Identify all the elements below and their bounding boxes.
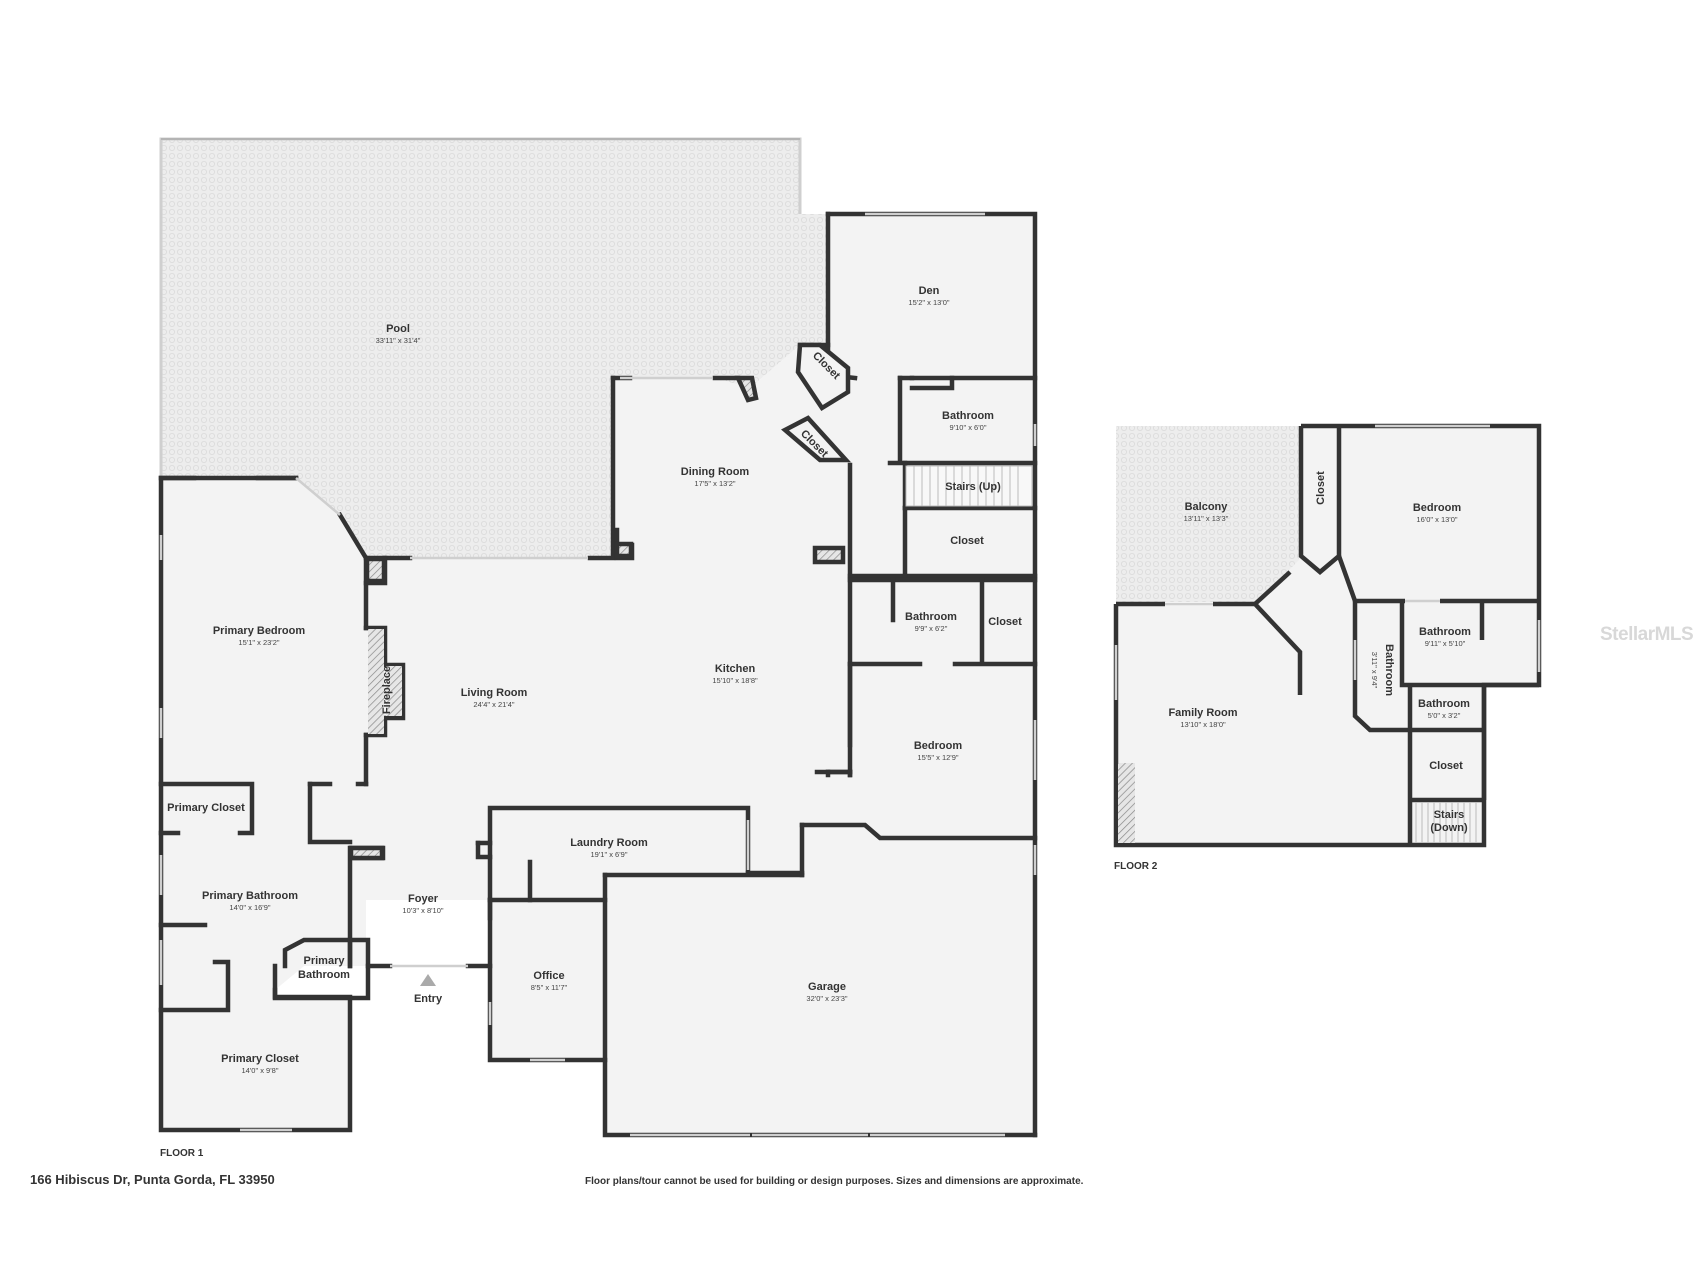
pool-area bbox=[161, 139, 828, 558]
room-name: Laundry Room bbox=[570, 837, 648, 849]
entry-arrow-icon bbox=[420, 974, 436, 986]
room-dim: 17'5" x 13'2" bbox=[694, 479, 735, 488]
room-dim: 5'0" x 3'2" bbox=[1428, 711, 1461, 720]
room-dim: 24'4" x 21'4" bbox=[473, 700, 514, 709]
house-floor-2 bbox=[1116, 426, 1539, 845]
floor-2-label: FLOOR 2 bbox=[1114, 861, 1158, 872]
room-dim: 15'1" x 23'2" bbox=[238, 638, 279, 647]
room-dim: 15'2" x 13'0" bbox=[908, 298, 949, 307]
room-name: Bathroom bbox=[1419, 626, 1471, 638]
room-dim: 15'10" x 18'8" bbox=[712, 676, 758, 685]
stairs-down-floor2 bbox=[1415, 802, 1477, 843]
room-name: (Down) bbox=[1430, 822, 1468, 834]
room-name: Garage bbox=[808, 981, 846, 993]
windows-floor-1 bbox=[159, 212, 1037, 1137]
room-name: Primary Bedroom bbox=[213, 625, 306, 637]
room-dim: 15'5" x 12'9" bbox=[917, 753, 958, 762]
room-name: Fireplace bbox=[381, 666, 393, 714]
room-dim: 13'11" x 13'3" bbox=[1184, 514, 1229, 523]
room-dim: 9'9" x 6'2" bbox=[915, 624, 948, 633]
room-dim: 13'10" x 18'0" bbox=[1180, 720, 1226, 729]
room-name: Office bbox=[533, 970, 564, 982]
room-name: Stairs bbox=[1434, 809, 1465, 821]
room-name: Bathroom bbox=[1383, 644, 1395, 696]
room-name: Closet bbox=[1315, 471, 1327, 505]
angled-closets bbox=[734, 342, 852, 463]
floor2-hatch bbox=[1118, 763, 1135, 843]
room-dim: 8'5" x 11'7" bbox=[531, 983, 568, 992]
room-name: Closet bbox=[1429, 760, 1463, 772]
disclaimer-text: Floor plans/tour cannot be used for buil… bbox=[585, 1176, 1084, 1187]
room-dim: 14'0" x 16'9" bbox=[229, 903, 270, 912]
room-name: Living Room bbox=[461, 687, 528, 699]
room-name: Pool bbox=[386, 323, 410, 335]
room-dim: 32'0" x 23'3" bbox=[806, 994, 847, 1003]
watermark-logo: StellarMLS bbox=[1600, 624, 1694, 645]
room-name: Family Room bbox=[1168, 707, 1237, 719]
room-name: Bathroom bbox=[1418, 698, 1470, 710]
room-dim: 9'11" x 5'10" bbox=[1425, 639, 1466, 648]
room-dim: 10'3" x 8'10" bbox=[402, 906, 443, 915]
room-dim: 3'11" x 9'4" bbox=[1370, 652, 1379, 689]
property-address: 166 Hibiscus Dr, Punta Gorda, FL 33950 bbox=[30, 1172, 275, 1187]
room-name: Bathroom bbox=[942, 410, 994, 422]
room-name: Bathroom bbox=[905, 611, 957, 623]
floor-2-plan bbox=[1113, 423, 1542, 848]
room-dim: 9'10" x 6'0" bbox=[950, 423, 987, 432]
room-name: Primary bbox=[304, 955, 346, 967]
room-name: Den bbox=[919, 285, 940, 297]
room-name: Dining Room bbox=[681, 466, 750, 478]
room-name: Primary Bathroom bbox=[202, 890, 298, 902]
room-dim: 19'1" x 6'9" bbox=[591, 850, 628, 859]
room-name: Bathroom bbox=[298, 969, 350, 981]
room-name: Closet bbox=[988, 616, 1022, 628]
room-name: Primary Closet bbox=[221, 1053, 299, 1065]
fireplace-hearth bbox=[368, 629, 384, 734]
balcony-area bbox=[1116, 426, 1299, 602]
room-name: Kitchen bbox=[715, 663, 756, 675]
entry-label: Entry bbox=[414, 993, 443, 1005]
room-name: Balcony bbox=[1185, 501, 1229, 513]
stairs-up-floor1 bbox=[905, 465, 1033, 507]
room-dim: 16'0" x 13'0" bbox=[1416, 515, 1457, 524]
floor-1-label: FLOOR 1 bbox=[160, 1148, 204, 1159]
room-dim: 14'0" x 9'8" bbox=[242, 1066, 279, 1075]
room-name: Foyer bbox=[408, 893, 439, 905]
room-dim: 33'11" x 31'4" bbox=[376, 336, 421, 345]
room-name: Bedroom bbox=[1413, 502, 1462, 514]
room-name: Primary Closet bbox=[167, 802, 245, 814]
floor-1-plan bbox=[158, 137, 1038, 1138]
walls-floor-2 bbox=[1113, 423, 1542, 848]
room-name: Closet bbox=[950, 535, 984, 547]
room-name: Bedroom bbox=[914, 740, 963, 752]
room-name: Stairs (Up) bbox=[945, 481, 1001, 493]
windows-floor-2 bbox=[1114, 424, 1541, 700]
